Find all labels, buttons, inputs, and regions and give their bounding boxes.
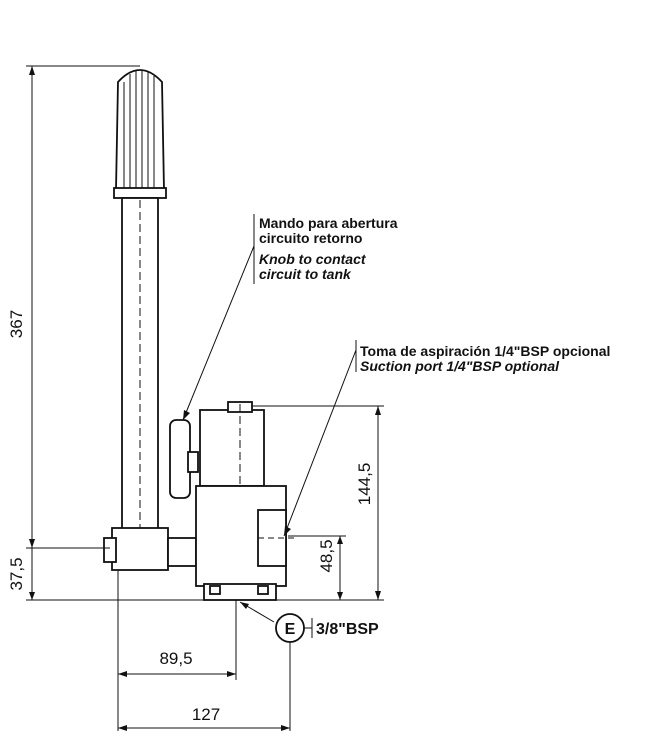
port-e-letter: E <box>285 621 296 638</box>
port-e-thread: 3/8"BSP <box>316 621 379 638</box>
lever-pivot <box>103 527 197 571</box>
dim-width-inner-label: 89,5 <box>159 649 192 668</box>
pump-body <box>195 401 296 601</box>
knob-label-en-2: circuit to tank <box>259 266 352 282</box>
lever-tube <box>121 197 159 531</box>
knob-label-en-1: Knob to contact <box>259 251 367 267</box>
suction-callout <box>283 340 357 537</box>
dim-bottom-offset <box>26 548 240 601</box>
handle-grip <box>113 69 167 199</box>
dim-total-height-label: 367 <box>7 310 26 338</box>
suction-label-en: Suction port 1/4"BSP optional <box>360 358 560 374</box>
dim-width-inner <box>117 570 237 731</box>
dim-width-outer-label: 127 <box>192 705 220 724</box>
suction-label-es: Toma de aspiración 1/4"BSP opcional <box>360 343 610 359</box>
knob-label-es-2: circuito retorno <box>259 230 362 246</box>
dim-port-height-label: 48,5 <box>317 539 336 572</box>
dim-width-outer <box>118 640 291 731</box>
port-e-callout <box>239 601 313 643</box>
knob-label-es-1: Mando para abertura <box>259 215 398 231</box>
dim-port-height <box>288 535 346 600</box>
knob-callout <box>182 214 255 421</box>
dim-body-height-label: 144,5 <box>355 463 374 506</box>
dim-total-height <box>26 65 140 549</box>
dim-body-height <box>252 405 384 601</box>
return-knob <box>169 419 199 499</box>
dim-bottom-offset-label: 37,5 <box>7 557 26 590</box>
